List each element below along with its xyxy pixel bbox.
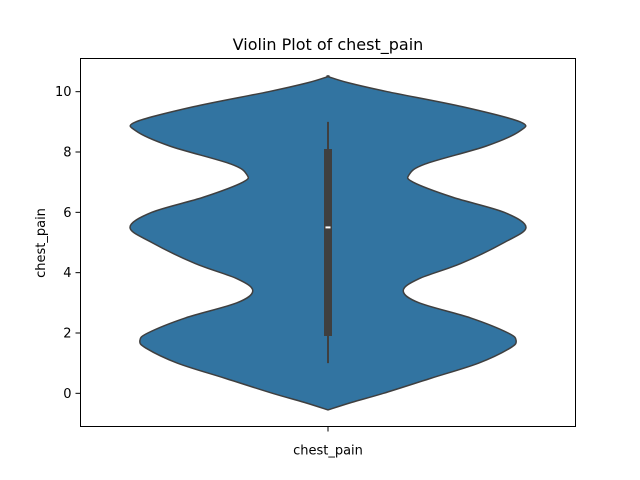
y-tick-label: 8 — [63, 146, 71, 161]
violin-iqr-box — [324, 148, 332, 337]
y-tick-label: 6 — [63, 206, 71, 221]
y-tick-label: 0 — [63, 387, 71, 402]
y-tick-label: 2 — [63, 326, 71, 341]
y-axis-label: chest_pain — [34, 208, 49, 278]
x-tick-label: chest_pain — [293, 444, 363, 459]
chart-title: Violin Plot of chest_pain — [233, 35, 424, 55]
y-tick-label: 4 — [63, 266, 71, 281]
y-tick-label: 10 — [55, 85, 72, 100]
